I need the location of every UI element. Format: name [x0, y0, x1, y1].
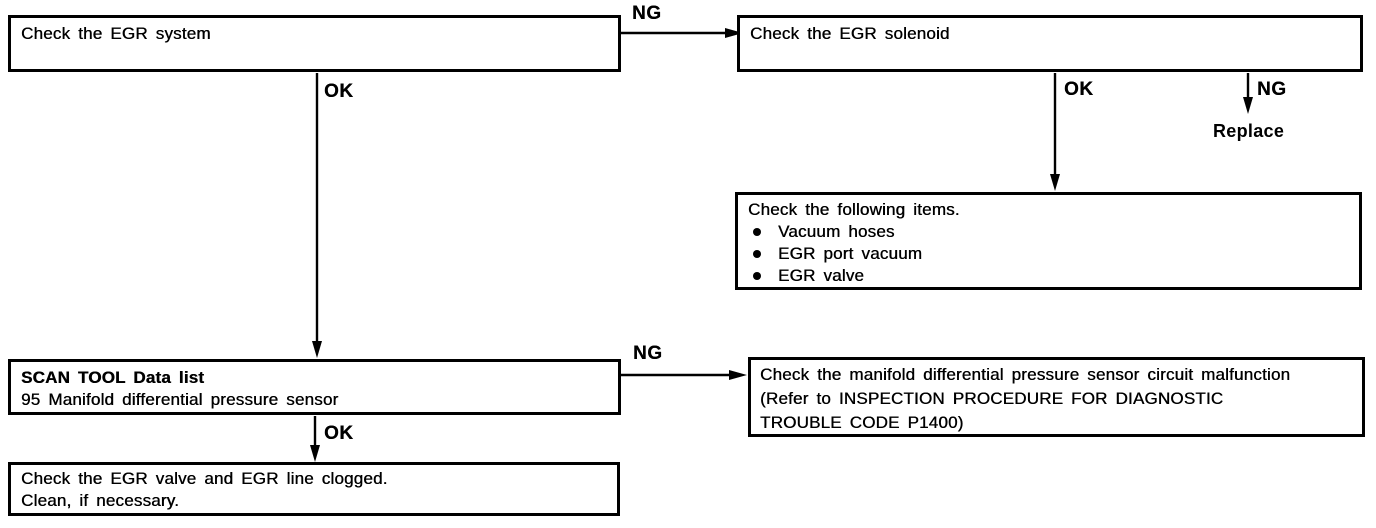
ng-arrow-scantool-to-circuit — [621, 370, 747, 380]
node-check-egr-solenoid-text: Check the EGR solenoid — [750, 24, 950, 43]
node-scan-tool-data-list: SCAN TOOL Data list 95 Manifold differen… — [8, 359, 621, 415]
list-item: EGR valve — [748, 265, 1349, 287]
list-item-label: EGR valve — [778, 266, 865, 285]
bullet-icon — [753, 228, 761, 236]
ok-arrow-scantool-to-valve — [310, 416, 320, 462]
node-check-egr-valve-line: Clean, if necessary. — [21, 491, 180, 510]
list-item-label: Vacuum hoses — [778, 222, 895, 241]
list-item-label: EGR port vacuum — [778, 244, 923, 263]
edge-label-ok-solenoid: OK — [1064, 79, 1094, 100]
node-sensor-circuit-line: TROUBLE CODE P1400) — [760, 413, 964, 432]
node-check-egr-system: Check the EGR system — [8, 15, 621, 72]
edge-label-ng-scan: NG — [633, 343, 663, 364]
edge-label-ng-solenoid: NG — [1257, 79, 1287, 100]
ok-arrow-solenoid-to-items — [1050, 73, 1060, 191]
node-check-egr-system-text: Check the EGR system — [21, 24, 211, 43]
replace-action-label: Replace — [1213, 121, 1285, 141]
edge-label-ok-scan: OK — [324, 423, 354, 444]
node-check-following-items: Check the following items. Vacuum hoses … — [735, 192, 1362, 290]
node-check-egr-valve-line: Check the EGR valve and EGR line clogged… — [21, 469, 388, 488]
ok-arrow-system-to-scantool — [312, 73, 322, 358]
ng-arrow-solenoid-to-replace — [1243, 73, 1253, 114]
node-check-egr-valve: Check the EGR valve and EGR line clogged… — [8, 462, 620, 516]
node-scan-tool-subtitle: 95 Manifold differential pressure sensor — [21, 390, 339, 409]
node-sensor-circuit-line: (Refer to INSPECTION PROCEDURE FOR DIAGN… — [760, 389, 1224, 408]
bullet-icon — [753, 250, 761, 258]
list-item: EGR port vacuum — [748, 243, 1349, 265]
list-item: Vacuum hoses — [748, 221, 1349, 243]
node-scan-tool-title: SCAN TOOL Data list — [21, 368, 205, 387]
ng-arrow-system-to-solenoid — [621, 28, 743, 38]
node-check-egr-solenoid: Check the EGR solenoid — [737, 15, 1363, 72]
bullet-icon — [753, 272, 761, 280]
edge-label-ng-system: NG — [632, 3, 662, 24]
node-sensor-circuit-line: Check the manifold differential pressure… — [760, 365, 1291, 384]
edge-label-ok-system: OK — [324, 81, 354, 102]
node-check-following-items-title: Check the following items. — [748, 200, 960, 219]
node-sensor-circuit-malfunction: Check the manifold differential pressure… — [748, 357, 1365, 437]
